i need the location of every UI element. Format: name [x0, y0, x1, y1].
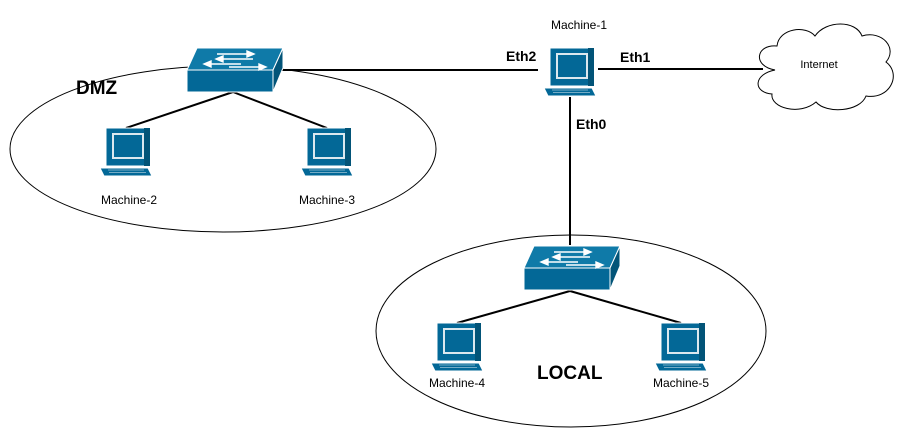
eth2-label: Eth2	[506, 48, 537, 64]
machine-1-icon[interactable]	[543, 47, 597, 97]
local-zone-label: LOCAL	[537, 363, 603, 384]
machine-2-icon[interactable]	[99, 127, 153, 177]
dmz-switch-icon[interactable]	[186, 47, 284, 93]
machine-5-icon[interactable]	[654, 322, 708, 372]
eth1-label: Eth1	[620, 49, 651, 65]
machine-5-label: Machine-5	[653, 376, 709, 390]
link-local-switch-machine-4	[456, 290, 571, 324]
machine-2-label: Machine-2	[101, 193, 157, 207]
internet-label: Internet	[800, 59, 837, 71]
link-local-switch-machine-5	[569, 290, 682, 324]
links	[125, 68, 763, 324]
machine-4-icon[interactable]	[430, 322, 484, 372]
cloud-icon	[757, 23, 894, 111]
machine-3-label: Machine-3	[299, 193, 355, 207]
local-switch-icon[interactable]	[523, 245, 621, 291]
machine-3-icon[interactable]	[300, 127, 354, 177]
machine-1-label: Machine-1	[551, 18, 607, 32]
eth0-label: Eth0	[576, 116, 607, 132]
internet-cloud[interactable]: Internet	[757, 23, 894, 111]
machine-4-label: Machine-4	[429, 376, 485, 390]
dmz-zone-label: DMZ	[76, 78, 118, 99]
link-dmz-switch-machine-2	[125, 91, 234, 129]
link-dmz-switch-machine-3	[232, 91, 328, 129]
